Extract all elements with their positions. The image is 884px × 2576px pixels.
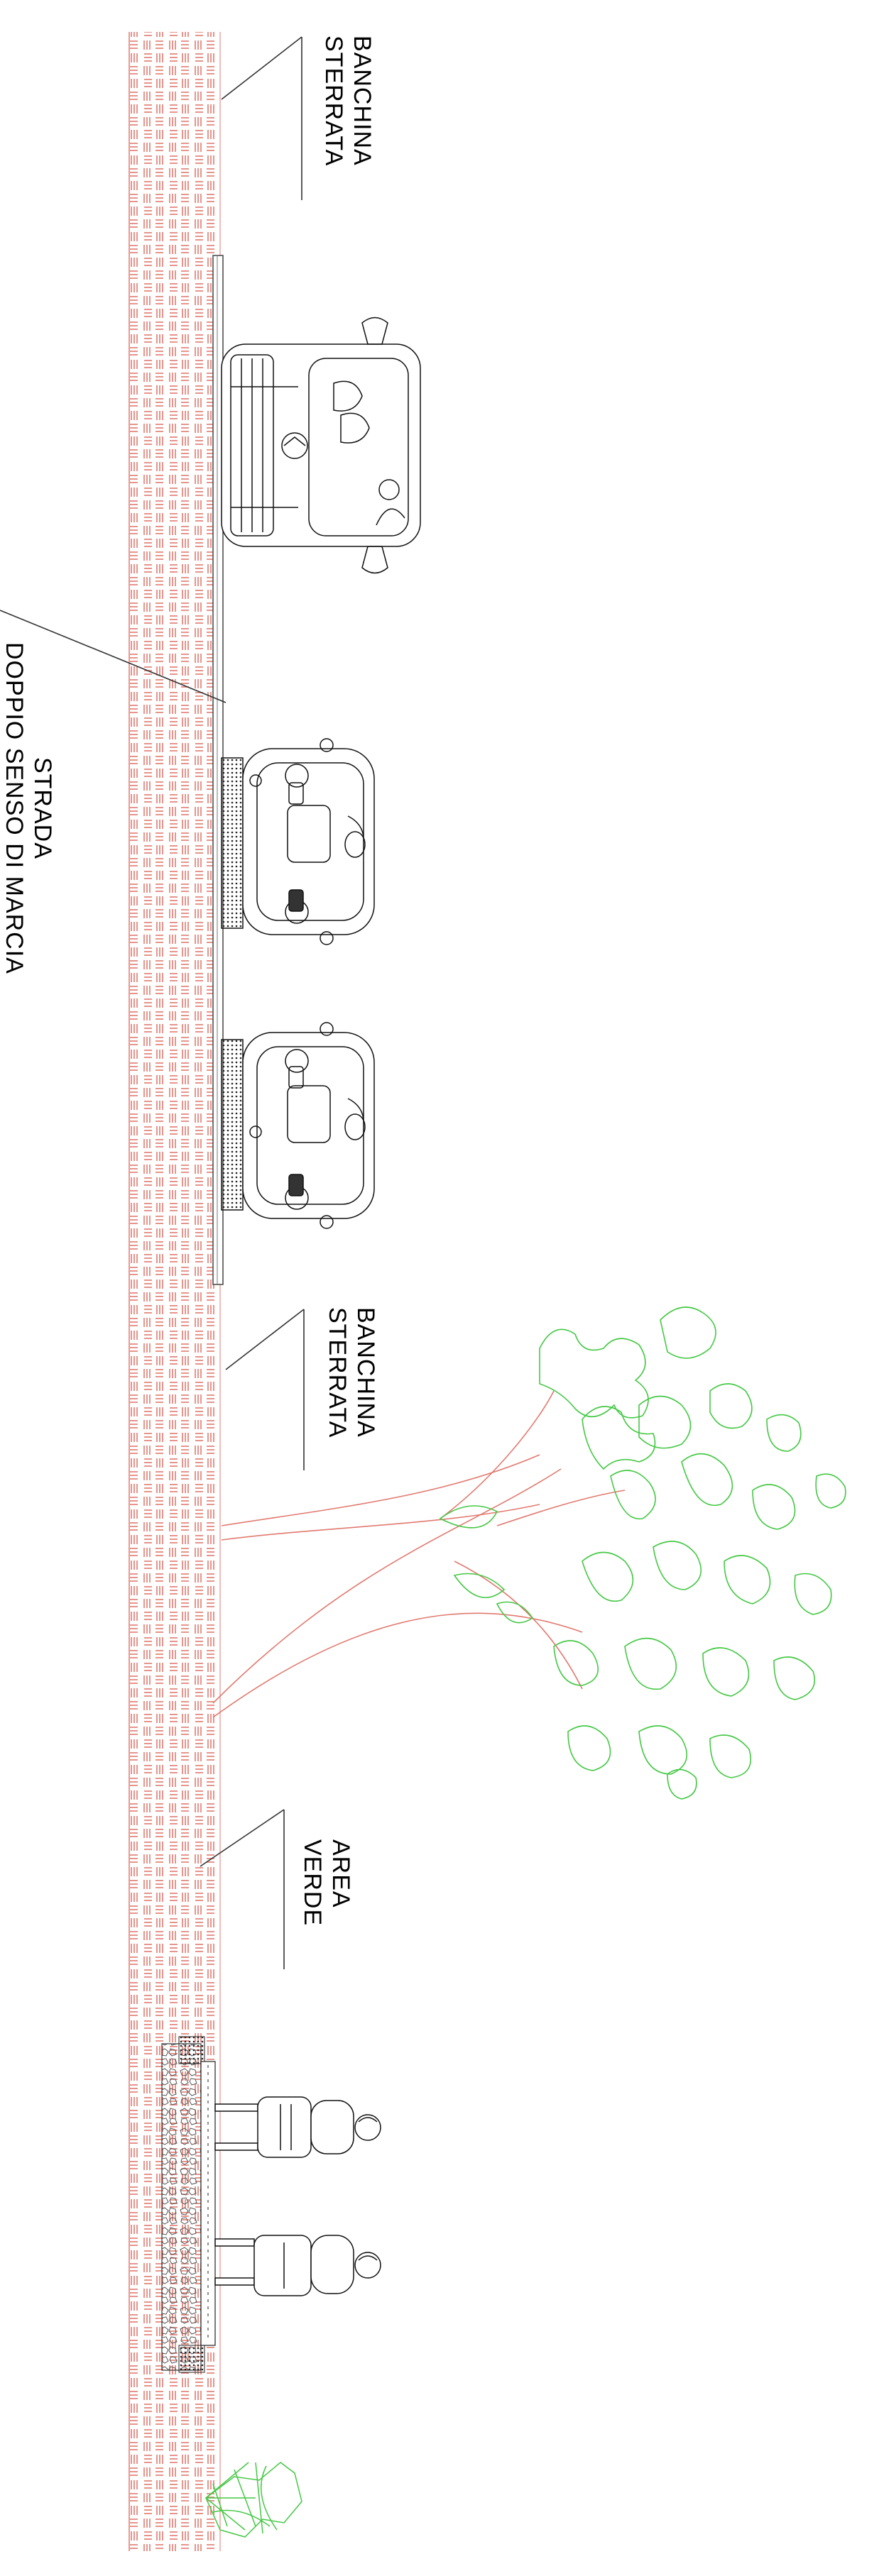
car-icon [221,738,375,945]
road-pavement [212,255,224,1285]
paved-walkway [161,2036,216,2373]
leader-lines [0,36,305,1969]
label-line: BANCHINA [349,35,376,166]
tree-icon [212,1306,846,1800]
car-icon [221,317,421,574]
person-icon [214,2235,381,2296]
label-line: DOPPIO SENSO DI MARCIA [1,642,28,974]
label-line: VERDE [299,1839,326,1927]
label-line: BANCHINA [352,1307,379,1438]
label-line: STERRATA [324,1307,351,1438]
shrub-icon [205,2462,302,2538]
person-icon [214,2096,381,2158]
label-line: AREA [327,1839,354,1908]
label-line: STERRATA [320,35,347,167]
car-icon [221,1022,375,1229]
label-line: STRADA [29,756,56,859]
